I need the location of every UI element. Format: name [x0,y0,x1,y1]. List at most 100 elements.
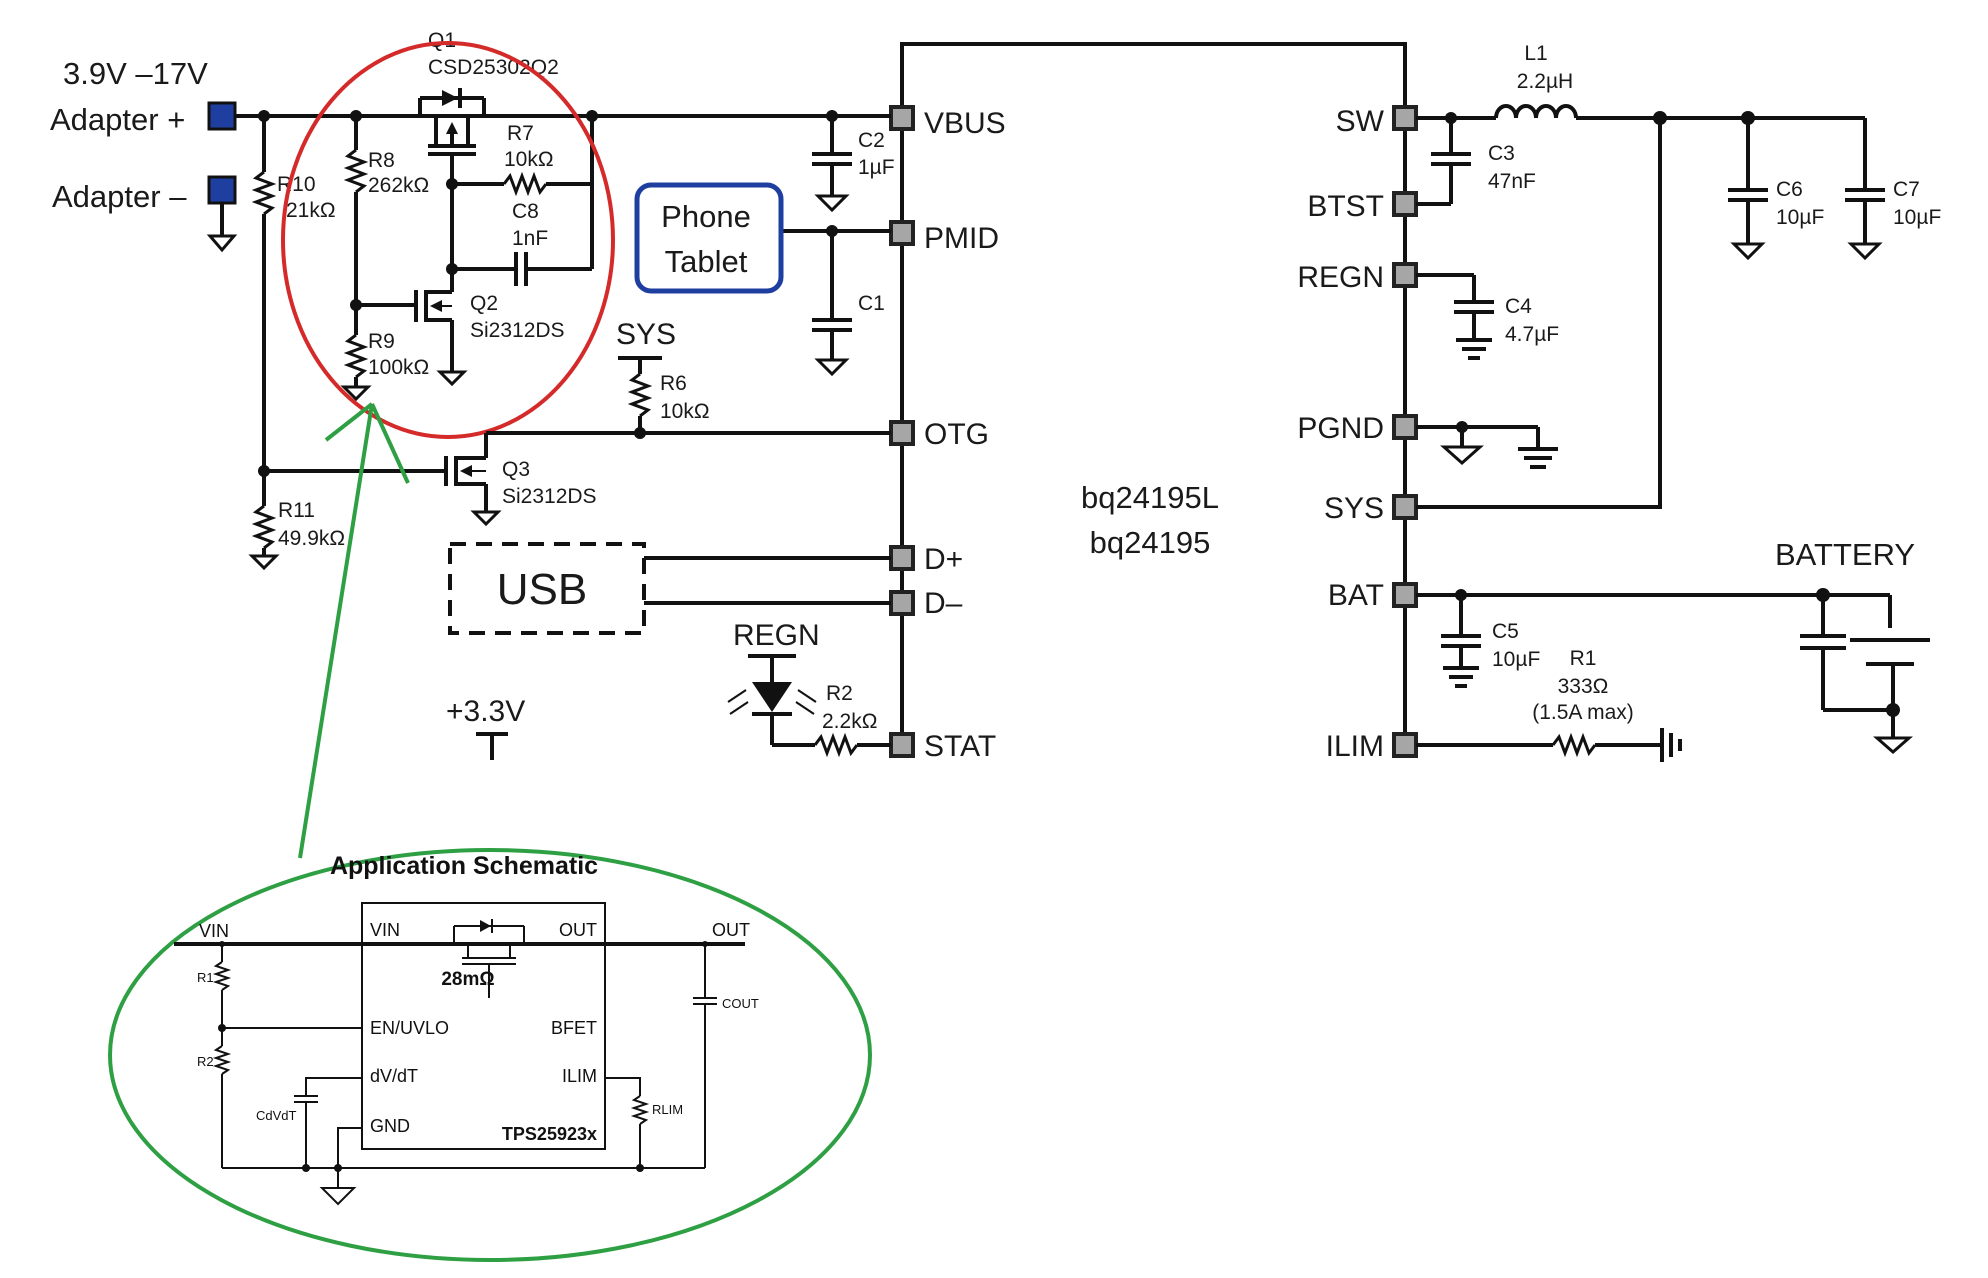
pin-pmid-pad [889,220,915,246]
inset-net-vin: VIN [199,921,229,941]
c6-value: 10µF [1776,206,1824,229]
pin-pmid-label: PMID [924,222,999,255]
r2-resistor [813,732,859,758]
inset-cdvdt: CdVdT [256,1108,297,1123]
pin-dminus-pad [889,590,915,616]
q2-ref: Q2 [470,292,498,315]
pin-ilim-label: ILIM [1326,730,1384,763]
inset-part: TPS25923x [502,1124,597,1144]
red-highlight-ellipse [281,41,615,439]
usb-connector: USB [448,542,891,635]
left-pins: VBUS PMID OTG D+ D– STAT [889,105,1006,763]
inset-schematic: Application Schematic VIN VIN EN/UVLO dV… [174,852,759,1206]
pin-stat-label: STAT [924,730,996,763]
pin-dplus-pad [889,545,915,571]
v33-label: +3.3V [446,695,525,728]
c5-capacitor [1441,595,1481,688]
inset-pin-en: EN/UVLO [370,1018,449,1038]
inset-net-out: OUT [712,920,750,940]
q3-mosfet [264,433,502,527]
pin-otg-pad [889,420,915,446]
c6-capacitor [1728,118,1768,261]
pin-bat-pad [1392,582,1418,608]
pin-sys-pad [1392,494,1418,520]
r10-resistor [251,170,277,216]
c5-ref: C5 [1492,620,1519,643]
adapter-range-label: 3.9V –17V [63,56,208,91]
r7-resistor [502,171,548,197]
inset-pin-dvdt: dV/dT [370,1066,418,1086]
inset-pin-bfet: BFET [551,1018,597,1038]
inset-cout: COUT [722,996,759,1011]
c8-ref: C8 [512,200,539,223]
green-callout [108,402,872,1262]
adapter-plus-terminal [207,101,237,131]
r8-value: 262kΩ [368,174,429,197]
c2-value: 1µF [858,156,895,179]
q1-mosfet [418,88,486,184]
c3-ref: C3 [1488,142,1515,165]
phone-label: Phone [661,199,751,234]
q2-mosfet [356,287,468,387]
adapter-minus-label: Adapter – [52,179,187,214]
pin-pgnd-pad [1392,414,1418,440]
inset-pin-gnd: GND [370,1116,410,1136]
c6-ref: C6 [1776,178,1803,201]
r6-resistor [627,372,653,418]
pin-pgnd-label: PGND [1297,412,1384,445]
r9-value: 100kΩ [368,356,429,379]
tablet-label: Tablet [665,244,748,279]
q1-part: CSD25302Q2 [428,56,559,79]
pin-sw-label: SW [1336,105,1385,138]
r11-resistor [251,504,277,550]
pin-dplus-label: D+ [924,543,963,576]
inset-rlim: RLIM [652,1102,683,1117]
q2-part: Si2312DS [470,319,565,342]
pin-vbus-label: VBUS [924,107,1006,140]
c3-value: 47nF [1488,170,1536,193]
pin-ilim-pad [1392,732,1418,758]
chip-body [900,42,1407,745]
c3-capacitor [1416,118,1471,206]
c7-ref: C7 [1893,178,1920,201]
inset-r2: R2 [197,1054,214,1069]
c7-value: 10µF [1893,206,1941,229]
pin-sys-label: SYS [1324,492,1384,525]
r10-ref: R10 [277,173,316,196]
c4-value: 4.7µF [1505,323,1559,346]
inset-pin-out: OUT [559,920,597,940]
r10-value: 21kΩ [286,199,336,222]
r1-value: 333Ω [1558,675,1609,698]
battery-label: BATTERY [1775,537,1915,572]
q1-ref: Q1 [428,29,456,52]
sys-label: SYS [616,318,676,351]
r2-value: 2.2kΩ [822,710,877,733]
pin-regn-pad [1392,262,1418,288]
r7-value: 10kΩ [504,148,554,171]
c4-capacitor [1416,273,1494,360]
status-led [727,654,817,745]
l1-value: 2.2µH [1517,70,1573,93]
pin-regn-label: REGN [1297,261,1384,294]
c1-ref: C1 [858,292,885,315]
ilim-ground [1660,728,1682,762]
pgnd-ground [1416,421,1558,469]
inset-pin-vin: VIN [370,920,400,940]
right-pins: SW BTST REGN PGND SYS BAT ILIM [1297,105,1418,763]
r1-resistor [1551,732,1597,758]
chip-name-line1: bq24195L [1081,480,1219,515]
adapter-minus-terminal [207,175,237,205]
r1-ref: R1 [1570,647,1597,670]
r7-ref: R7 [507,122,534,145]
inset-ic-body [361,902,606,1150]
c1-capacitor [812,231,852,377]
pin-otg-label: OTG [924,418,989,451]
pin-btst-label: BTST [1307,190,1384,223]
l1-ref: L1 [1524,42,1547,65]
r9-resistor [343,333,369,379]
r6-value: 10kΩ [660,400,710,423]
r9-ref: R9 [368,330,395,353]
l1-inductor [1494,104,1578,119]
